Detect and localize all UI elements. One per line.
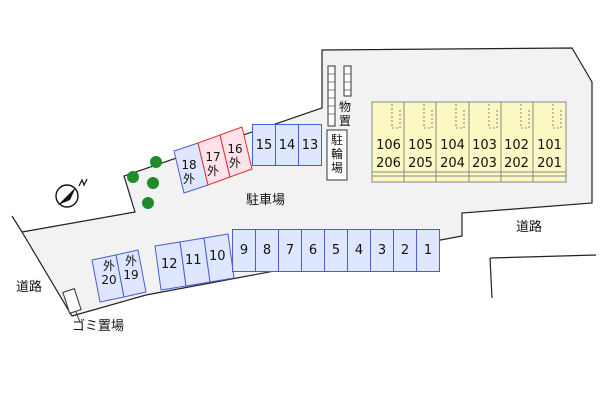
storage-sheds [327,65,352,127]
parking-lot-label: 駐車場 [246,193,286,208]
parking-space-9: 9 [232,229,256,272]
compass-north-icon [55,178,88,208]
parking-space-13: 13 [298,124,322,166]
unit-101: 101 [537,138,562,153]
bike-parking-label: 駐 輪 場 [330,133,344,175]
parking-space-14: 14 [275,124,299,166]
parking-space-12: 12 [161,257,178,272]
parking-space-17: 17 外 [202,150,224,178]
road-edge-right-post [489,257,493,299]
unit-203: 203 [472,156,497,171]
unit-102: 102 [504,138,529,153]
unit-104: 104 [440,138,465,153]
tree-icon [150,156,162,168]
tree-icon [127,171,139,183]
parking-space-4: 4 [347,229,371,272]
unit-206: 206 [376,156,401,171]
building [371,101,567,183]
road-label-right: 道路 [516,220,543,235]
parking-space-20: 外 20 [97,259,121,287]
unit-204: 204 [440,156,465,171]
parking-space-18: 18 外 [178,158,200,186]
parking-space-6: 6 [301,229,325,272]
parking-space-2: 2 [393,229,417,272]
tree-icon [147,177,159,189]
bike-parking-char: 場 [330,161,343,175]
parking-space-3: 3 [370,229,394,272]
space-number: 17 [205,150,221,164]
parking-space-11: 11 [185,253,202,268]
bike-parking-char: 輪 [330,147,343,161]
unit-103: 103 [472,138,497,153]
garbage-pointer [75,311,81,323]
road-edge-left [11,215,23,233]
angled-row-spaces [154,233,235,291]
storage-label: 物 置 [338,100,352,128]
storage-char: 置 [338,114,351,128]
parking-space-15: 15 [252,124,276,166]
unit-205: 205 [408,156,433,171]
space-tag: 外 [182,172,195,186]
space-number: 16 [227,142,243,156]
space-tag: 外 [206,164,219,178]
bike-parking-box [326,129,348,181]
parking-space-1: 1 [416,229,440,272]
garbage-shed [62,288,82,314]
unit-202: 202 [504,156,529,171]
parking-space-7: 7 [278,229,302,272]
space-tag: 外 [228,156,241,170]
space-tag: 外 [102,259,115,273]
space-number: 20 [101,273,117,287]
unit-105: 105 [408,138,433,153]
storage-char: 物 [338,100,351,114]
unit-106: 106 [376,138,401,153]
space-tag: 外 [124,254,137,268]
unit-201: 201 [537,156,562,171]
tree-icon [142,197,154,209]
parking-space-19: 外 19 [119,254,143,282]
space-number: 18 [181,158,197,172]
parking-space-16: 16 外 [224,142,246,170]
angled-spaces [173,126,253,194]
parking-space-10: 10 [209,249,226,264]
road-edge-right [489,254,597,259]
outside-left-spaces [91,249,147,303]
garbage-label: ゴミ置場 [72,319,125,334]
parking-space-5: 5 [324,229,348,272]
bike-parking-char: 駐 [330,133,343,147]
parking-space-8: 8 [255,229,279,272]
road-label-left: 道路 [16,280,43,295]
trees [127,156,162,209]
space-number: 19 [123,268,139,282]
